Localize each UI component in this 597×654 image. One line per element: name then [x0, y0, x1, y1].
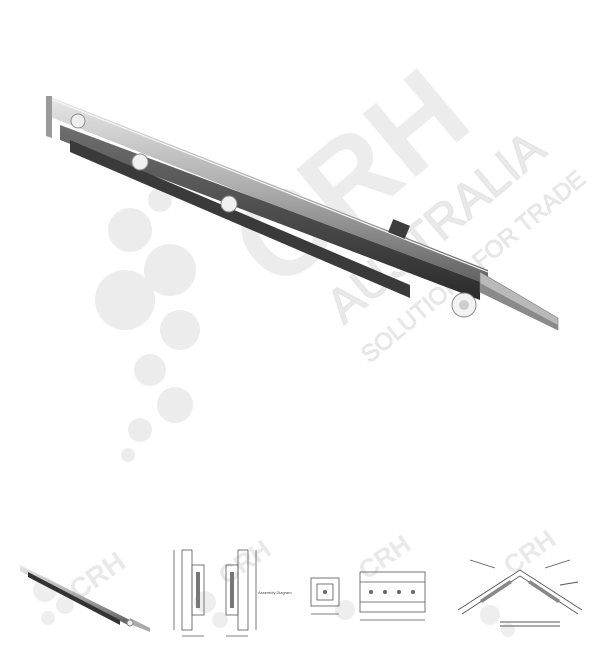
- drawer-slide: [46, 96, 559, 331]
- mounting-bracket-drawing-thumbnail-icon: CRH: [310, 530, 426, 621]
- thumbnail-mounting-bracket[interactable]: CRH: [305, 530, 445, 648]
- dimension-drawing-thumbnail-icon: CRH Assembly Diagram: [173, 534, 292, 637]
- thumbnail-installation-diagram[interactable]: CRH: [450, 530, 590, 648]
- thumbnail-strip: CRH CRH Assembly Diagram: [0, 530, 597, 650]
- svg-text:CRH: CRH: [213, 534, 276, 591]
- svg-text:CRH: CRH: [498, 530, 561, 580]
- drawer-slide-illustration: CRH AUSTRALIA SOLUTIONS FOR TRADE: [46, 44, 591, 462]
- svg-text:CRH: CRH: [353, 530, 416, 585]
- watermark-dots: [95, 188, 200, 462]
- thumbnail-dimension-drawing[interactable]: CRH Assembly Diagram: [160, 530, 300, 648]
- installation-diagram-thumbnail-icon: CRH: [457, 530, 583, 637]
- svg-text:Assembly Diagram: Assembly Diagram: [258, 590, 292, 595]
- main-product-image[interactable]: CRH AUSTRALIA SOLUTIONS FOR TRADE: [0, 0, 597, 520]
- slide-photo-thumbnail-icon: CRH: [20, 546, 150, 632]
- thumbnail-slide-photo[interactable]: CRH: [10, 530, 150, 648]
